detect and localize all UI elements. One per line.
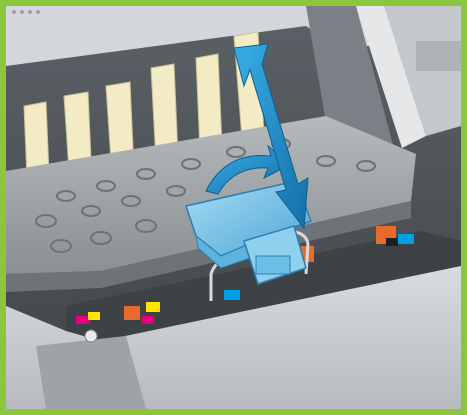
- printer-illustration: [6, 6, 461, 409]
- ink-slot-cyan-2: [398, 234, 414, 244]
- roller: [416, 41, 461, 71]
- ink-slot-cyan: [224, 290, 240, 300]
- ink-slot-black: [386, 238, 398, 246]
- ink-slot-yellow: [146, 302, 160, 312]
- ink-slot-magenta-left: [76, 316, 90, 324]
- ink-slot-yellow-left: [88, 312, 100, 320]
- ink-slot-orange-1: [124, 306, 140, 320]
- base-screw: [85, 330, 97, 342]
- ink-slot-magenta: [142, 316, 154, 324]
